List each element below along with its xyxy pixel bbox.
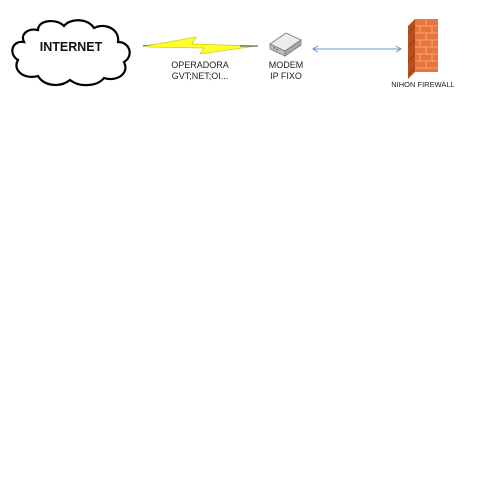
modem-label: MODEM — [268, 60, 304, 70]
firewall-icon — [407, 19, 438, 79]
internet-cloud — [11, 19, 131, 87]
connection-arrow — [312, 45, 402, 53]
modem-icon — [269, 32, 302, 57]
lightning-bolt-icon — [144, 36, 257, 55]
operator-label: OPERADORA — [171, 60, 229, 70]
modem-sublabel: IP FIXO — [270, 71, 302, 81]
firewall-label: NIHON FIREWALL — [391, 80, 455, 89]
operator-sublabel: GVT;NET;OI... — [171, 71, 229, 81]
internet-label: INTERNET — [39, 40, 103, 54]
